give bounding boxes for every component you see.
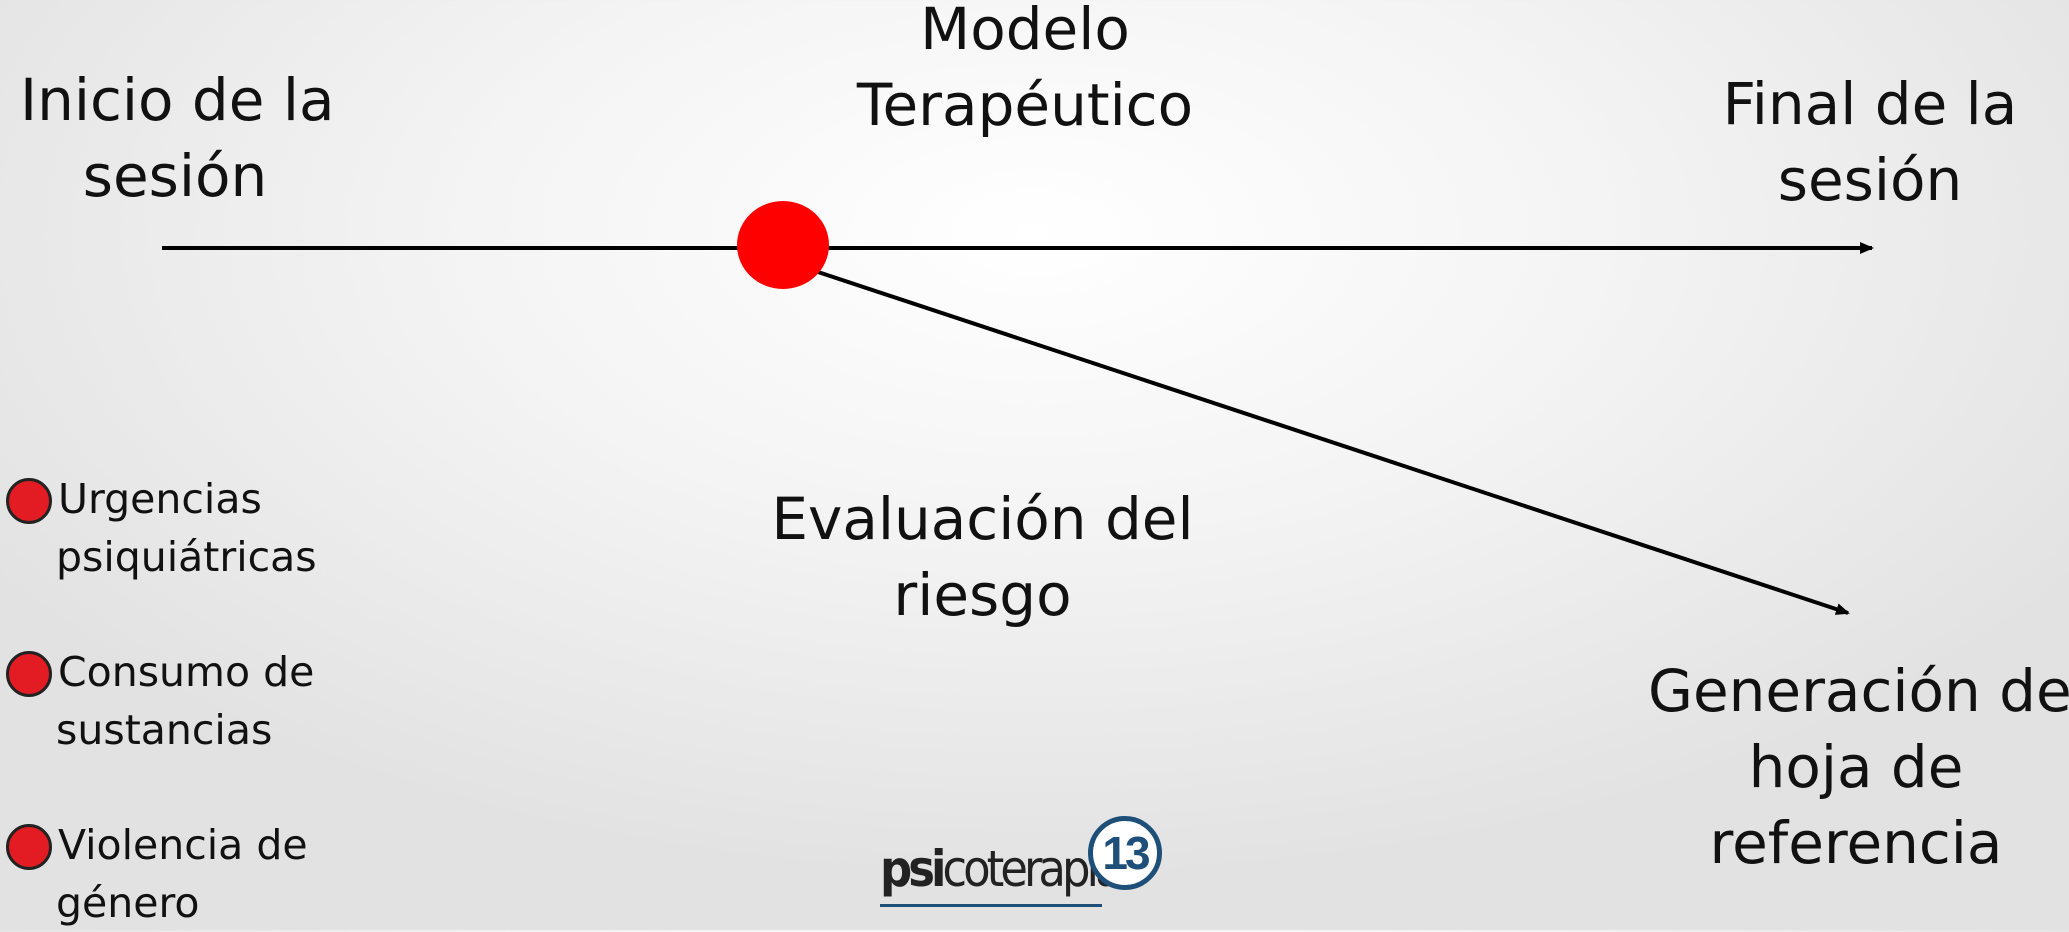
bullet-dot-icon <box>6 478 52 524</box>
therapeutic-model-line1: Modelo <box>920 0 1130 63</box>
psicoterapia13-logo: psicoterapia 13 <box>880 812 1170 908</box>
therapeutic-model-line2: Terapéutico <box>856 71 1194 139</box>
session-start-line1: Inicio de la <box>20 66 335 134</box>
referral-sheet-line3: referencia <box>1709 809 2003 877</box>
risk-branch-arrow <box>817 270 1850 615</box>
referral-sheet-line2: hoja de <box>1748 733 1964 801</box>
risk-factor-line2: género <box>56 879 200 927</box>
therapeutic-model-label: Modelo Terapéutico <box>840 0 1210 143</box>
referral-sheet-label: Generación de hoja de referencia <box>1648 653 2069 881</box>
logo-underline <box>880 904 1102 907</box>
session-end-line1: Final de la <box>1722 70 2018 138</box>
risk-assessment-line2: riesgo <box>893 561 1072 629</box>
risk-factor-line1: Consumo de <box>58 648 315 696</box>
risk-factor-text: Urgencias psiquiátricas <box>56 470 317 586</box>
logo-prefix: psi <box>880 840 946 898</box>
risk-assessment-label: Evaluación del riesgo <box>770 481 1195 633</box>
risk-factor-line2: sustancias <box>56 706 273 754</box>
risk-factor-line2: psiquiátricas <box>56 533 317 581</box>
referral-sheet-line1: Generación de <box>1648 657 2069 725</box>
risk-factor-text: Consumo de sustancias <box>56 643 315 759</box>
session-start-label: Inicio de la sesión <box>20 62 335 214</box>
bullet-dot-icon <box>6 824 52 870</box>
session-end-line2: sesión <box>1777 146 1963 214</box>
logo-badge-icon: 13 <box>1088 816 1162 890</box>
risk-factor-line1: Violencia de <box>58 821 308 869</box>
bullet-dot-icon <box>6 651 52 697</box>
decision-node <box>737 201 829 289</box>
risk-factor-line1: Urgencias <box>58 475 262 523</box>
logo-wordmark: psicoterapia <box>880 840 1123 898</box>
risk-assessment-line1: Evaluación del <box>771 485 1194 553</box>
risk-factor-text: Violencia de género <box>56 816 308 932</box>
session-end-label: Final de la sesión <box>1715 66 2025 218</box>
session-start-line2: sesión <box>82 142 268 210</box>
